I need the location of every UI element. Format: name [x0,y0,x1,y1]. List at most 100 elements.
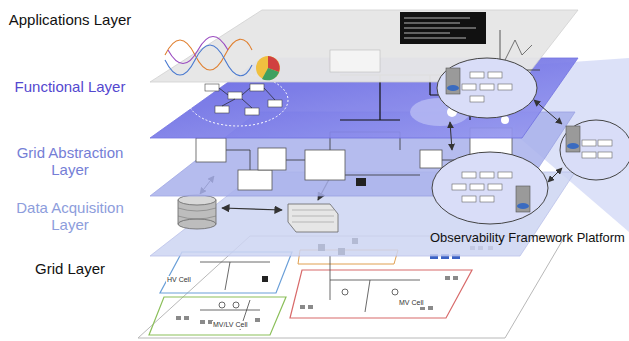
applications-plane [330,50,380,72]
terminal-window [400,12,486,44]
functional-plane [250,84,264,91]
grid-layer-plane [300,305,305,309]
acquisition-unit [288,204,338,232]
grid-layer-plane [200,256,420,330]
observability-platform [488,72,502,78]
observability-platform [480,84,494,90]
observability-platform [462,84,476,90]
waveform-plot [165,45,252,76]
layer-name: Grid Layer [2,260,138,277]
terminal-window [404,18,476,38]
layer-label: Data Acquisition Layer [0,198,140,235]
grid-abstraction-plane [356,178,366,186]
observability-platform [462,196,476,202]
pie-chart [256,56,280,80]
functional-plane [501,116,509,124]
observability-platform [534,100,562,124]
grid-abstraction-plane [305,150,345,180]
pie-chart [262,68,279,80]
grid-layer-plane [149,297,286,335]
grid-layer-plane [176,316,181,320]
grid-abstraction-plane [196,138,226,162]
layer-name: Applications Layer [2,11,138,28]
grid-layer-plane [233,302,239,308]
grid-layer-plane [184,316,189,320]
observability-platform [462,172,476,178]
observability-platform [437,58,537,118]
layer-label: Functional Layer [0,77,140,96]
database-cylinder [178,208,216,219]
layer-name: Functional Layer [2,78,138,95]
grid-abstraction-plane [225,132,470,175]
platform-caption: Observability Framework Platform [430,231,625,245]
observability-platform [598,140,612,146]
acquisition-unit [292,210,334,222]
grid-layer-plane [308,305,313,309]
server-icon [567,143,579,149]
waveform-plot [168,37,228,64]
database-cylinder [178,219,216,229]
observability-platform [582,152,596,158]
functional-plane [228,92,242,99]
grid-layer-plane [160,252,292,293]
grid-abstraction-plane [420,150,442,168]
observability-platform [470,96,484,102]
grid-abstraction-plane [225,132,470,175]
layer-name: Data Acquisition Layer [2,199,138,234]
grid-layer-plane [255,318,260,322]
grid-layer-plane [290,270,472,318]
terminal-window [400,12,486,44]
grid-layer-plane [445,276,450,280]
observability-platform [598,152,612,158]
observability-platform [470,184,484,190]
observability-platform [498,84,512,90]
server-icon [517,203,529,209]
functional-plane [205,84,219,91]
functional-plane [215,106,229,113]
layer-label: Grid Abstraction Layer [0,143,140,180]
server-icon [446,68,580,212]
observability-platform [560,120,629,180]
waveform-plot [165,37,252,76]
observability-platform [480,196,494,202]
grid-abstraction-plane [238,170,272,190]
grid-layer-plane [200,320,205,324]
database-cylinder [178,195,216,229]
pie-chart [256,56,280,80]
observability-platform [432,58,629,224]
server-icon [516,186,530,212]
functional-plane [245,108,259,115]
grid-layer-plane [200,256,420,330]
grid-layer-plane [176,246,493,324]
layer-label: Applications Layer [0,10,140,29]
line-chart [505,40,532,60]
functional-plane [219,88,275,108]
grid-layer-plane [428,306,433,310]
observability-platform [432,152,548,224]
cell-name: MV/LV Cell [212,321,249,329]
observability-platform [548,168,562,182]
observability-platform [452,184,466,190]
grid-layer-plane [453,276,458,280]
observability-platform [480,172,494,178]
functional-plane [205,84,282,115]
acquisition-unit [288,204,338,232]
grid-layer-plane [262,276,268,282]
observability-platform [450,122,452,150]
server-icon [446,68,460,94]
grid-abstraction-plane [258,148,286,170]
grid-layer-plane [219,302,225,308]
observability-platform [582,140,596,146]
functional-plane [179,89,191,101]
server-icon [566,126,580,152]
grid-layer-plane [342,289,348,295]
grid-layer-plane [392,289,398,295]
layer-name: Grid Abstraction Layer [2,144,138,179]
server-icon [447,85,459,91]
observability-platform [470,72,484,78]
observability-platform [498,172,512,178]
observability-platform [488,184,502,190]
database-cylinder [178,195,216,205]
cell-name: HV Cell [166,276,192,284]
